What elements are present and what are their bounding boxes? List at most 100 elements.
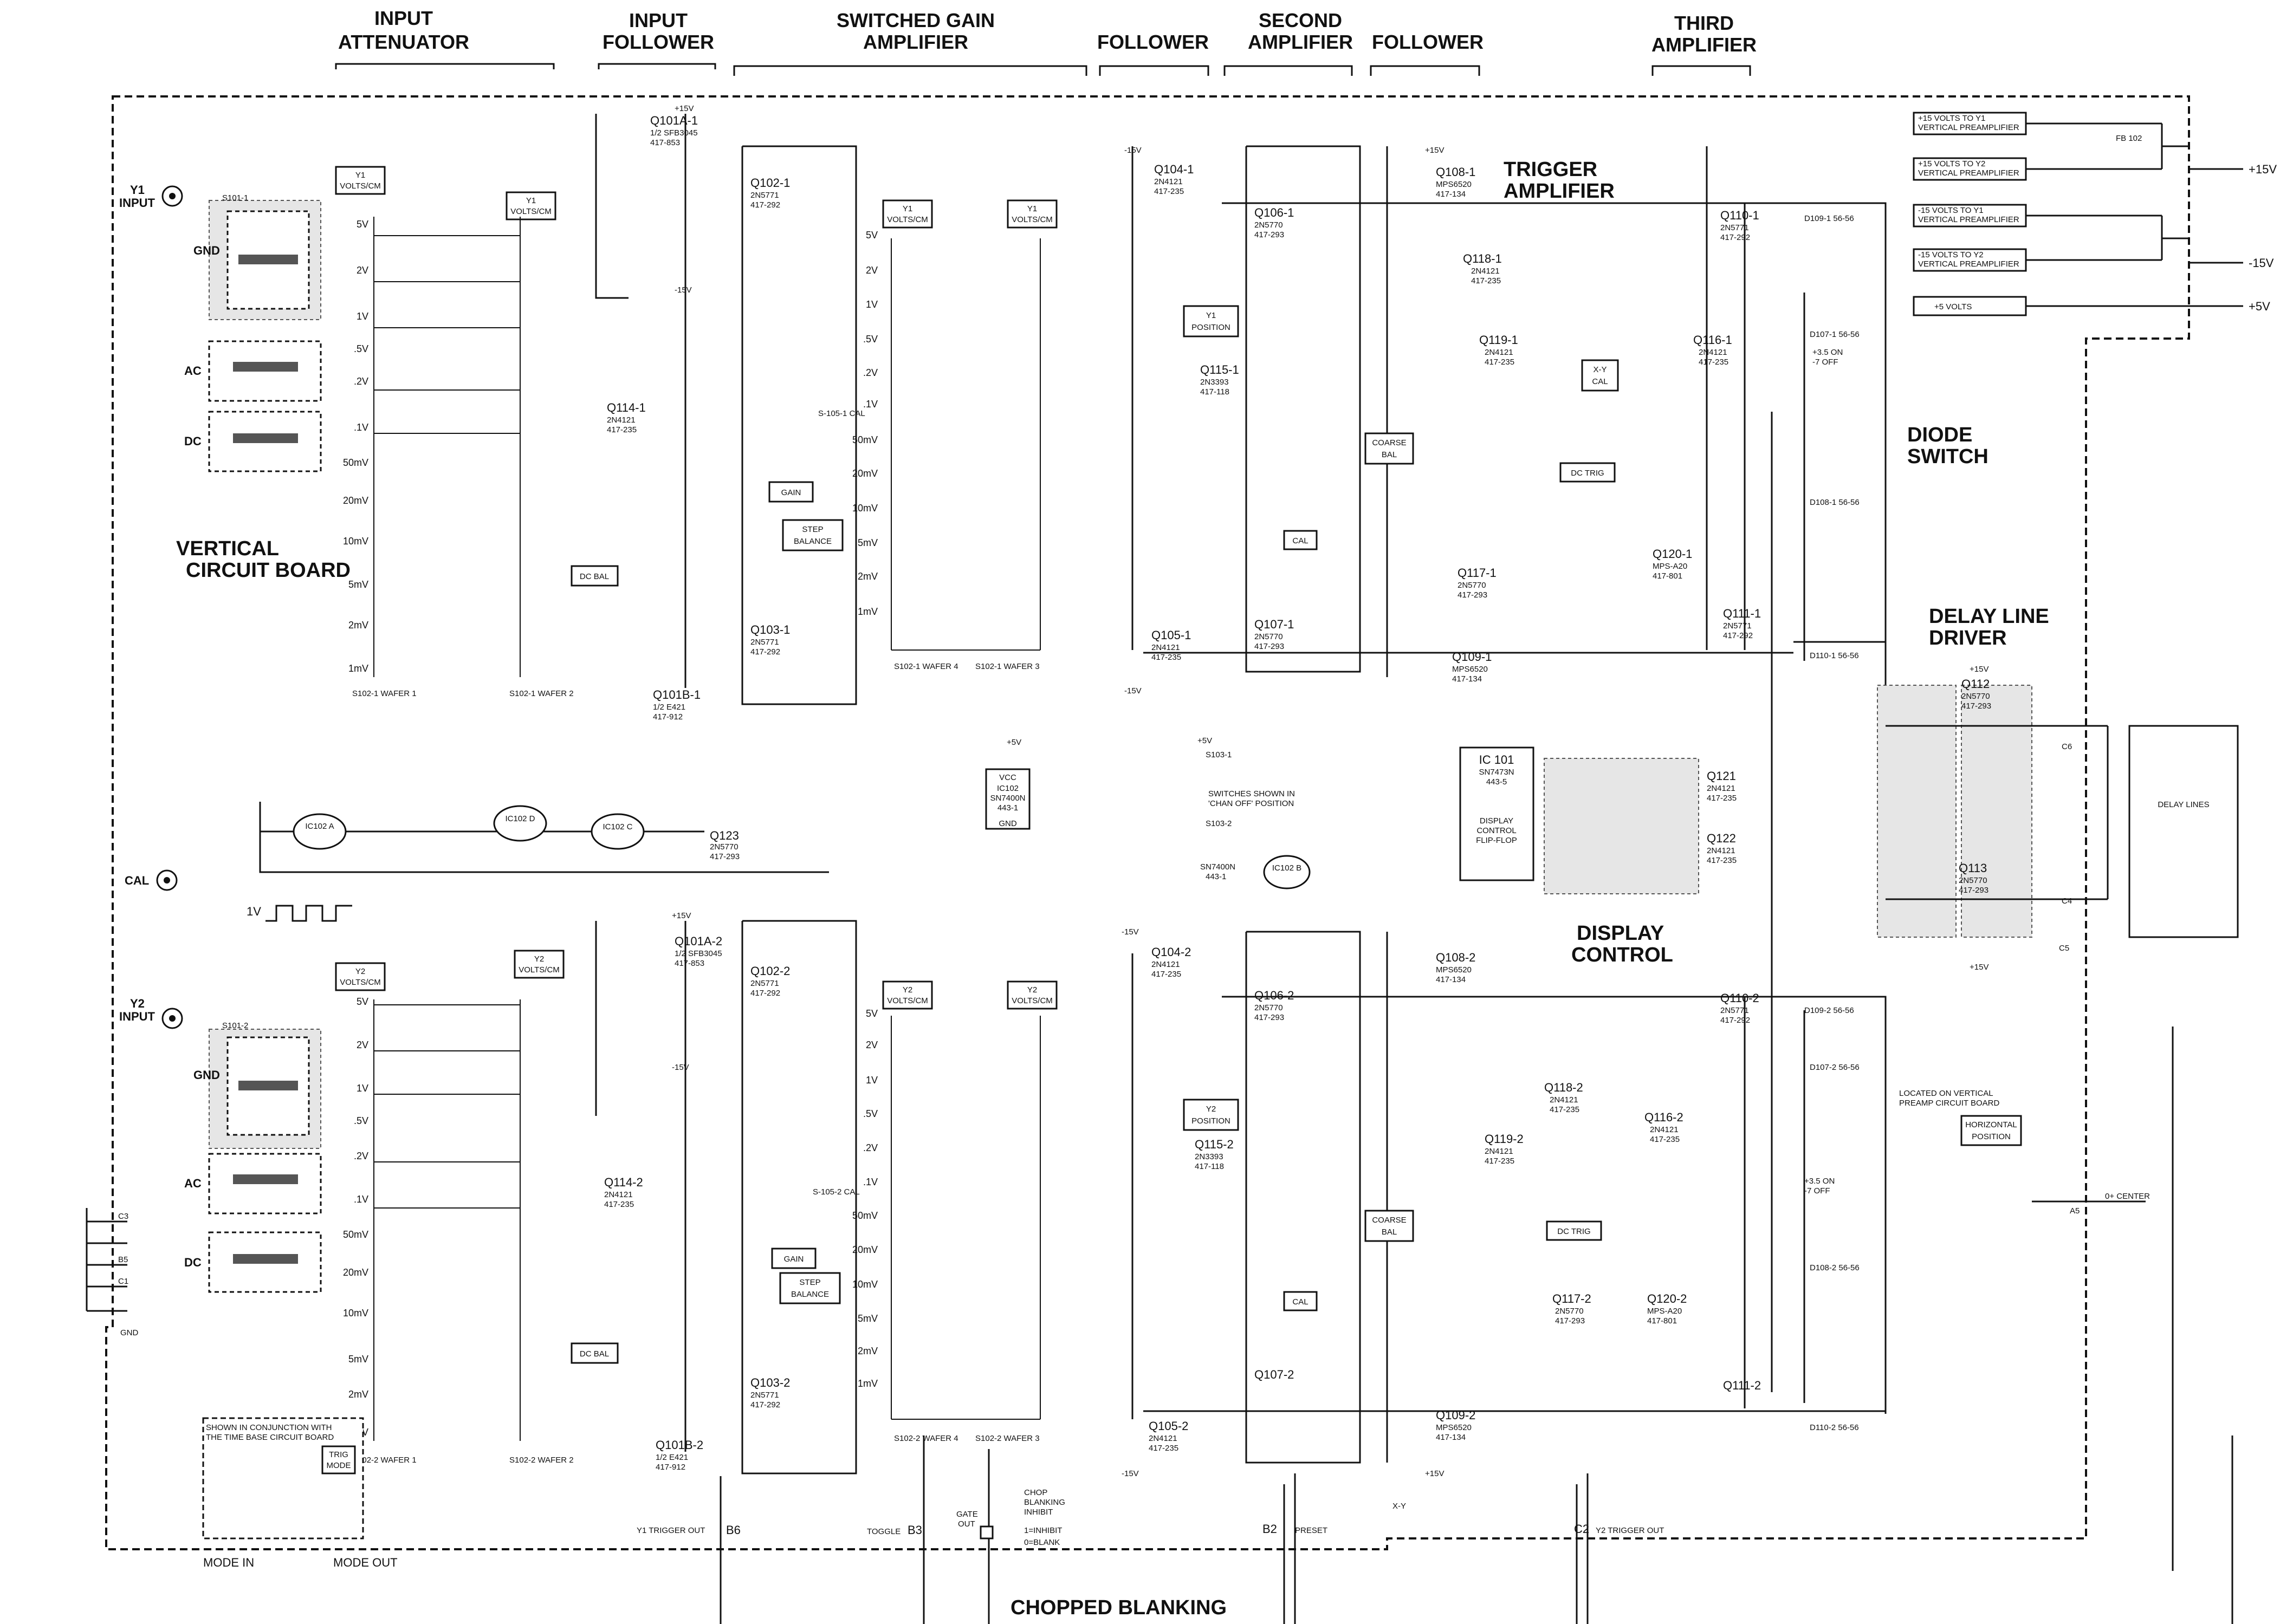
svg-text:50mV: 50mV [852, 434, 878, 445]
delay-line-driver: DELAY LINES Q112 2N5770 417-293 Q113 2N5… [1877, 677, 2239, 953]
svg-text:IC102 B: IC102 B [1272, 863, 1301, 873]
svg-text:POSITION: POSITION [1972, 1132, 2011, 1141]
svg-text:5mV: 5mV [348, 1354, 368, 1365]
left-connector: C3 B5 C1 GND [86, 1208, 139, 1337]
svg-text:0=BLANK: 0=BLANK [1024, 1538, 1060, 1547]
svg-text:Q107-2: Q107-2 [1254, 1368, 1294, 1381]
svg-text:2N4121: 2N4121 [1151, 960, 1180, 969]
svg-text:D107-2 56-56: D107-2 56-56 [1810, 1063, 1860, 1072]
svg-text:2N5771: 2N5771 [750, 979, 779, 988]
svg-text:S102-2 WAFER 1: S102-2 WAFER 1 [352, 1456, 417, 1465]
svg-text:IC102 C: IC102 C [603, 822, 632, 832]
svg-text:Y1: Y1 [526, 196, 536, 205]
svg-text:417-293: 417-293 [710, 852, 740, 861]
svg-text:VERTICAL: VERTICAL [176, 537, 279, 560]
svg-text:Q104-1: Q104-1 [1154, 163, 1194, 176]
header-input-follower: INPUT FOLLOWER [598, 9, 716, 69]
svg-text:417-235: 417-235 [1650, 1135, 1680, 1144]
svg-text:-15V: -15V [1122, 927, 1139, 937]
section-display-control: DISPLAY CONTROL [1571, 922, 1673, 966]
svg-text:417-293: 417-293 [1458, 590, 1487, 600]
input-switch-ch2[interactable]: GND S101-2 AC DC [184, 1021, 322, 1293]
svg-text:S102-1 WAFER 2: S102-1 WAFER 2 [509, 689, 574, 698]
svg-text:417-293: 417-293 [1254, 1013, 1284, 1022]
svg-text:Q103-1: Q103-1 [750, 623, 790, 636]
svg-text:D108-1 56-56: D108-1 56-56 [1810, 498, 1860, 507]
svg-text:Q112: Q112 [1961, 677, 1990, 691]
svg-text:417-801: 417-801 [1653, 571, 1682, 581]
gain-switch-ch1[interactable]: Y1 VOLTS/CM Y1 VOLTS/CM 5V 2V 1V .5V .2V… [852, 199, 1058, 671]
svg-text:BALANCE: BALANCE [794, 537, 832, 546]
svg-text:VERTICAL PREAMPLIFIER: VERTICAL PREAMPLIFIER [1918, 215, 2019, 224]
svg-text:STEP: STEP [799, 1278, 820, 1287]
svg-text:MPS6520: MPS6520 [1436, 1423, 1472, 1432]
svg-text:Y2: Y2 [130, 997, 145, 1010]
svg-text:Q108-1: Q108-1 [1436, 165, 1475, 179]
svg-text:AMPLIFIER: AMPLIFIER [1651, 34, 1757, 56]
svg-text:2N4121: 2N4121 [1707, 784, 1735, 793]
svg-text:POSITION: POSITION [1191, 323, 1230, 332]
svg-text:MPS6520: MPS6520 [1452, 665, 1488, 674]
diode-switch: D109-1 56-56 D107-1 56-56 D108-1 56-56 D… [1771, 202, 1887, 1392]
svg-text:2mV: 2mV [348, 1389, 368, 1400]
svg-text:2N5770: 2N5770 [1961, 692, 1990, 701]
svg-text:DIODE: DIODE [1907, 424, 1972, 446]
svg-text:MPS-A20: MPS-A20 [1647, 1307, 1682, 1316]
svg-text:+15V: +15V [1425, 146, 1444, 155]
svg-text:Q111-2: Q111-2 [1723, 1379, 1761, 1392]
svg-text:+15V: +15V [2249, 163, 2277, 176]
y2-input[interactable]: Y2 INPUT [119, 997, 183, 1029]
svg-text:Q102-1: Q102-1 [750, 176, 790, 190]
svg-text:417-235: 417-235 [1699, 358, 1728, 367]
svg-text:+15V: +15V [675, 104, 694, 113]
svg-text:10mV: 10mV [852, 1279, 878, 1290]
svg-text:417-118: 417-118 [1200, 387, 1229, 397]
svg-text:S102-2 WAFER 3: S102-2 WAFER 3 [975, 1434, 1040, 1443]
y1-input[interactable]: Y1 INPUT [119, 183, 183, 210]
svg-text:417-293: 417-293 [1959, 886, 1988, 895]
svg-text:417-853: 417-853 [675, 959, 704, 968]
svg-text:AMPLIFIER: AMPLIFIER [1504, 180, 1615, 203]
svg-text:417-293: 417-293 [1254, 642, 1284, 651]
svg-text:+3.5 ON: +3.5 ON [1812, 348, 1843, 357]
svg-text:.5V: .5V [863, 334, 878, 345]
svg-text:Q105-1: Q105-1 [1151, 628, 1191, 642]
svg-text:2V: 2V [357, 265, 368, 276]
svg-text:VOLTS/CM: VOLTS/CM [1012, 996, 1053, 1005]
svg-text:POSITION: POSITION [1191, 1116, 1230, 1126]
svg-text:CIRCUIT BOARD: CIRCUIT BOARD [186, 559, 351, 582]
svg-text:THE TIME BASE CIRCUIT BOARD: THE TIME BASE CIRCUIT BOARD [206, 1433, 334, 1442]
svg-text:1/2 E421: 1/2 E421 [656, 1453, 688, 1462]
svg-text:VERTICAL PREAMPLIFIER: VERTICAL PREAMPLIFIER [1918, 168, 2019, 178]
svg-text:417-235: 417-235 [1154, 187, 1184, 196]
svg-text:VERTICAL PREAMPLIFIER: VERTICAL PREAMPLIFIER [1918, 259, 2019, 269]
svg-text:+5V: +5V [2249, 300, 2270, 313]
svg-text:C6: C6 [2062, 742, 2072, 751]
svg-text:5V: 5V [866, 230, 878, 241]
svg-text:2N5771: 2N5771 [750, 638, 779, 647]
svg-text:2N3393: 2N3393 [1195, 1152, 1223, 1161]
svg-text:IC102 D: IC102 D [505, 814, 535, 823]
svg-text:VOLTS/CM: VOLTS/CM [510, 207, 552, 216]
supply-distribution: +15 VOLTS TO Y1 VERTICAL PREAMPLIFIER +1… [1913, 112, 2277, 316]
svg-text:OUT: OUT [958, 1519, 975, 1529]
svg-text:CHOP: CHOP [1024, 1488, 1047, 1497]
svg-text:FOLLOWER: FOLLOWER [1097, 31, 1209, 53]
svg-text:GND: GND [999, 819, 1017, 828]
svg-text:VOLTS/CM: VOLTS/CM [340, 978, 381, 987]
svg-text:417-292: 417-292 [1723, 631, 1753, 640]
display-control: IC 101 SN7473N 443-5 DISPLAY CONTROL FLI… [1200, 746, 1737, 894]
svg-text:C3: C3 [118, 1212, 128, 1221]
input-switch-ch1[interactable]: GND S101-1 AC DC [184, 193, 322, 472]
svg-text:D110-2 56-56: D110-2 56-56 [1810, 1423, 1859, 1432]
svg-text:Q115-2: Q115-2 [1195, 1138, 1234, 1151]
cal-output[interactable]: CAL 1V [125, 869, 352, 922]
svg-text:Q121: Q121 [1707, 769, 1736, 783]
svg-text:1/2 E421: 1/2 E421 [653, 703, 685, 712]
gain-switch-ch2[interactable]: Y2 VOLTS/CM Y2 VOLTS/CM 5V 2V 1V .5V .2V… [852, 980, 1058, 1443]
svg-text:.5V: .5V [863, 1108, 878, 1119]
svg-text:50mV: 50mV [852, 1210, 878, 1221]
svg-text:Q118-2: Q118-2 [1544, 1081, 1583, 1094]
svg-text:.2V: .2V [354, 1151, 368, 1161]
svg-text:THIRD: THIRD [1674, 12, 1734, 34]
